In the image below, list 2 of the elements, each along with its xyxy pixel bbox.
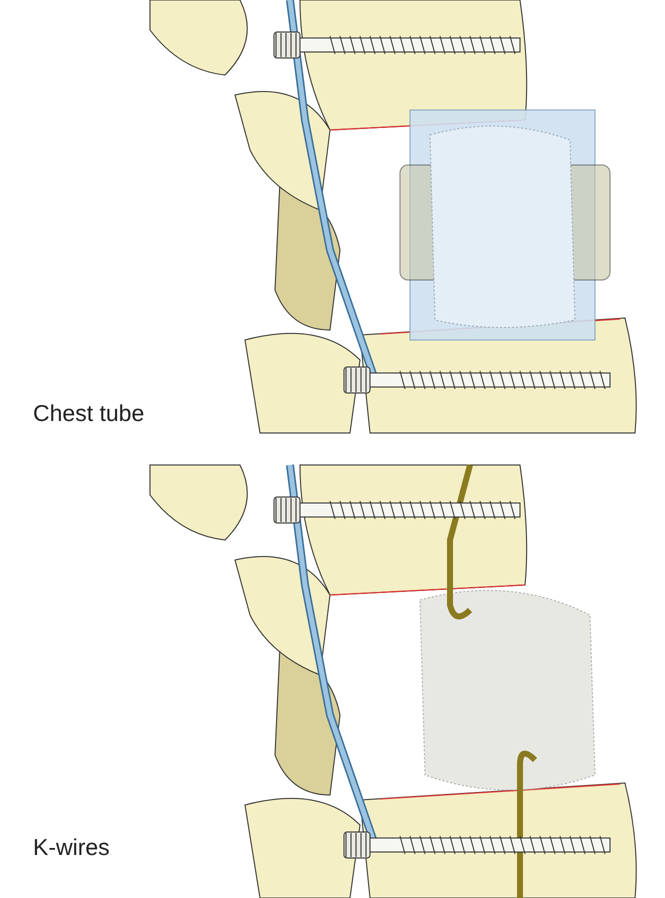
- figure-label: Chest tube: [33, 400, 144, 427]
- figure-label: K-wires: [33, 834, 110, 861]
